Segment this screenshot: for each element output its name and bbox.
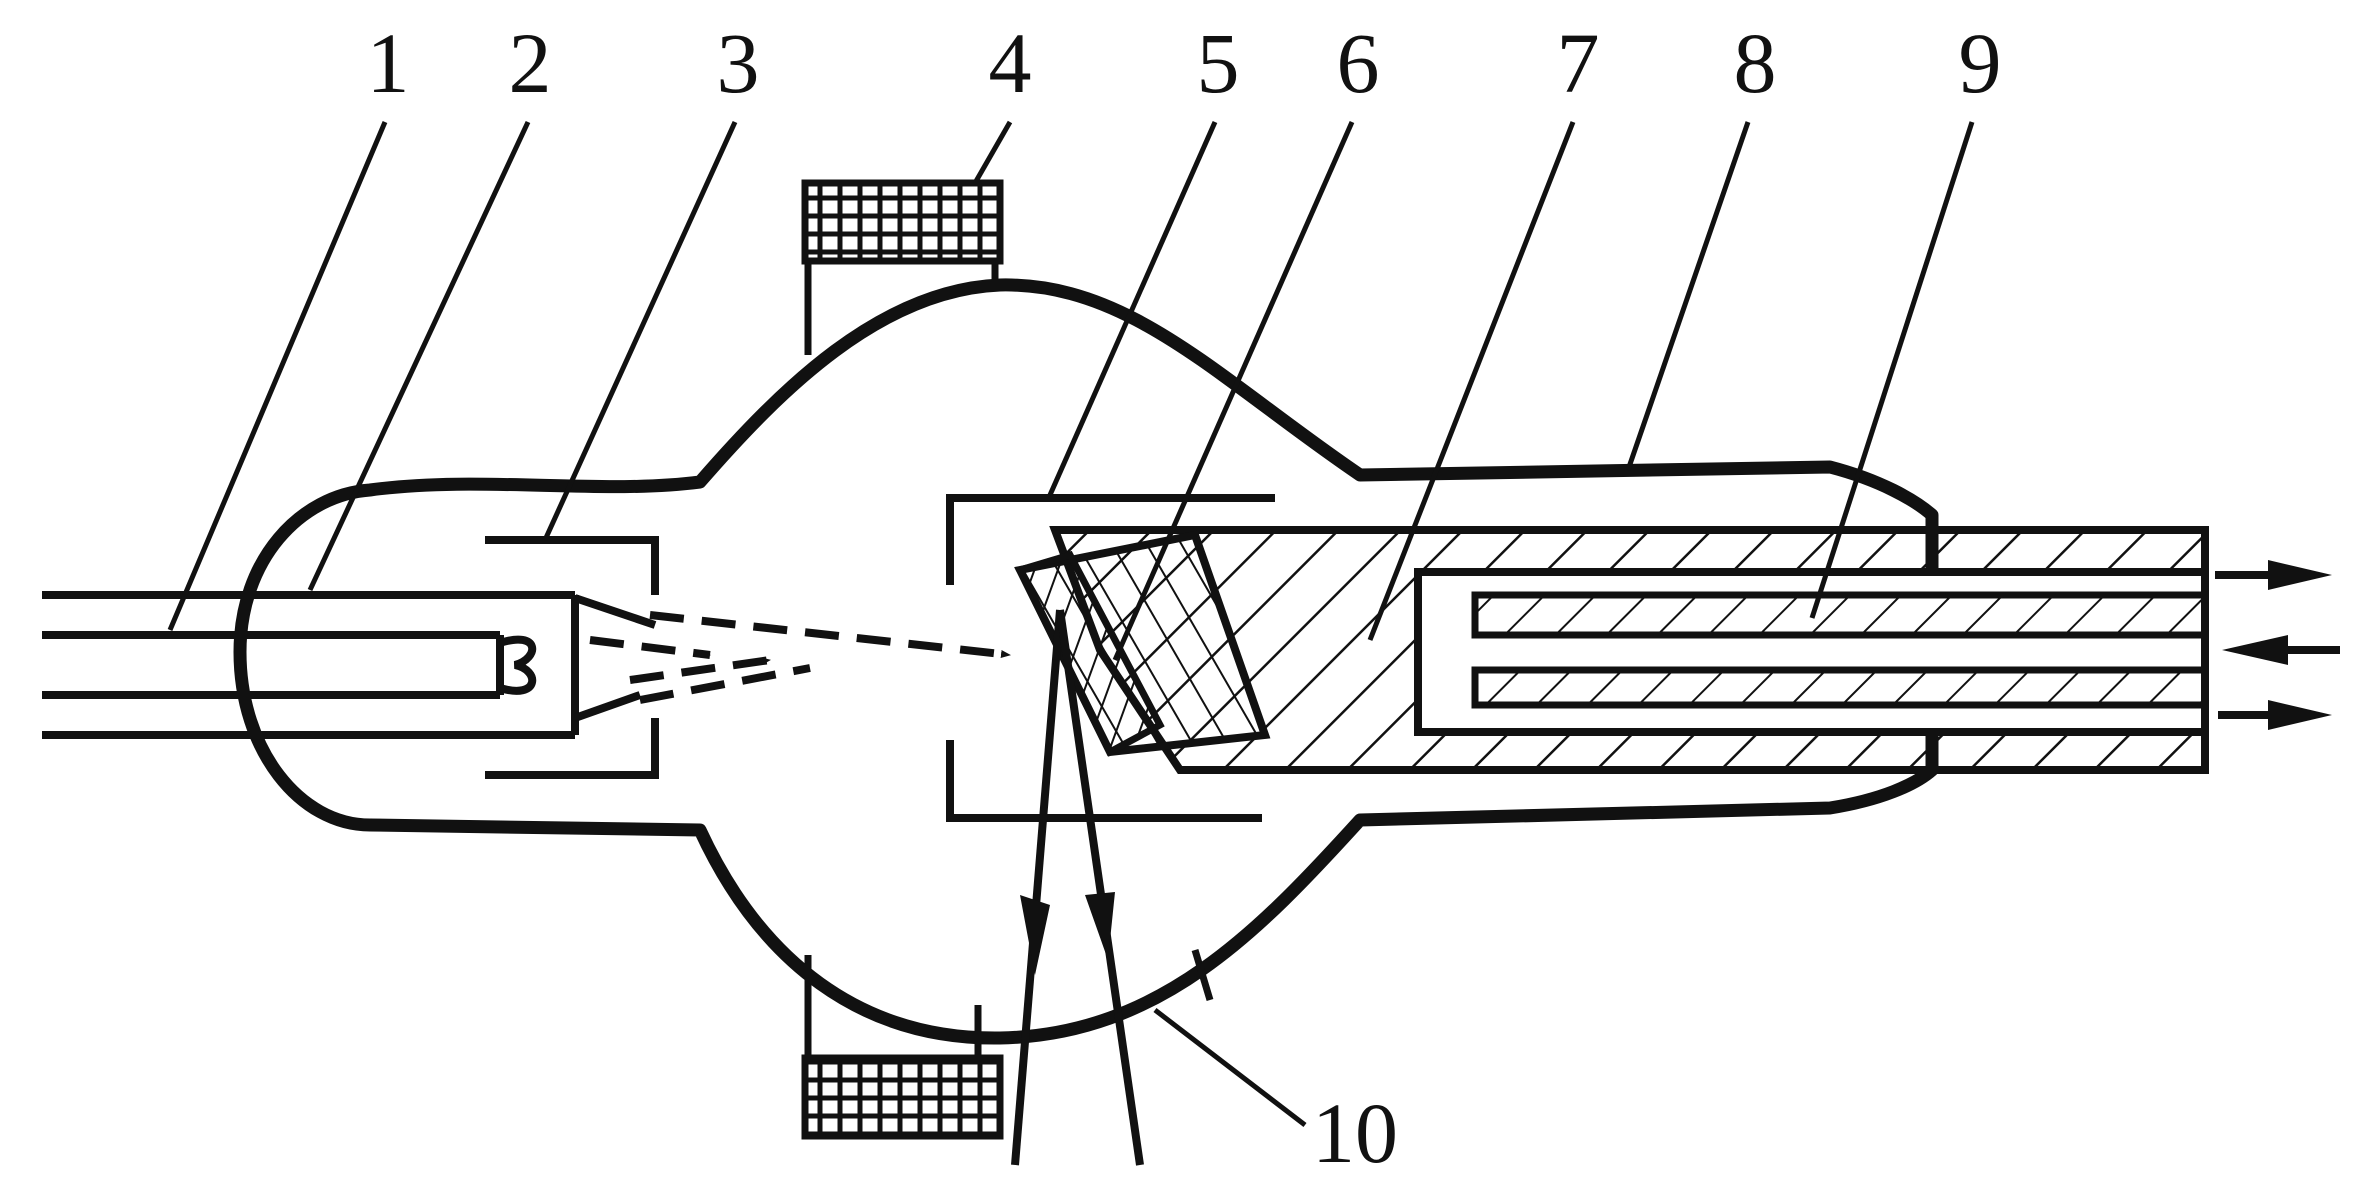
coolant-tube-lower xyxy=(1471,666,2209,709)
arrow-right-icon xyxy=(2218,700,2332,730)
coolant-flow-arrows xyxy=(2215,560,2340,730)
coolant-tube-upper xyxy=(1471,591,2209,639)
label-10: 10 xyxy=(1312,1085,1398,1178)
label-3: 3 xyxy=(717,15,760,111)
label-4: 4 xyxy=(989,15,1032,111)
coil-winding-top xyxy=(801,179,1004,265)
label-5: 5 xyxy=(1197,15,1240,111)
cathode-cup xyxy=(571,594,657,735)
target-front-layer xyxy=(1015,550,1165,757)
anode-hood xyxy=(946,494,1275,822)
coil-winding-bottom xyxy=(801,1054,1004,1140)
filament xyxy=(498,635,537,695)
leader-lines xyxy=(167,120,1975,1127)
glass-envelope xyxy=(233,278,1939,1045)
electron-beam xyxy=(589,611,1011,704)
label-1: 1 xyxy=(367,15,410,111)
label-9: 9 xyxy=(1959,15,2002,111)
part-labels: 1 2 3 4 5 6 7 8 9 10 xyxy=(367,15,2002,1178)
label-8: 8 xyxy=(1734,15,1777,111)
window-mark xyxy=(1191,948,1214,1002)
label-2: 2 xyxy=(509,15,552,111)
xray-beams xyxy=(1011,609,1144,1166)
cathode-leads xyxy=(42,591,575,739)
arrow-right-icon xyxy=(2215,560,2332,590)
arrow-left-icon xyxy=(2222,635,2340,665)
label-7: 7 xyxy=(1557,15,1600,111)
focusing-coil xyxy=(801,179,1004,1140)
label-6: 6 xyxy=(1337,15,1380,111)
focusing-electrode xyxy=(485,536,659,779)
